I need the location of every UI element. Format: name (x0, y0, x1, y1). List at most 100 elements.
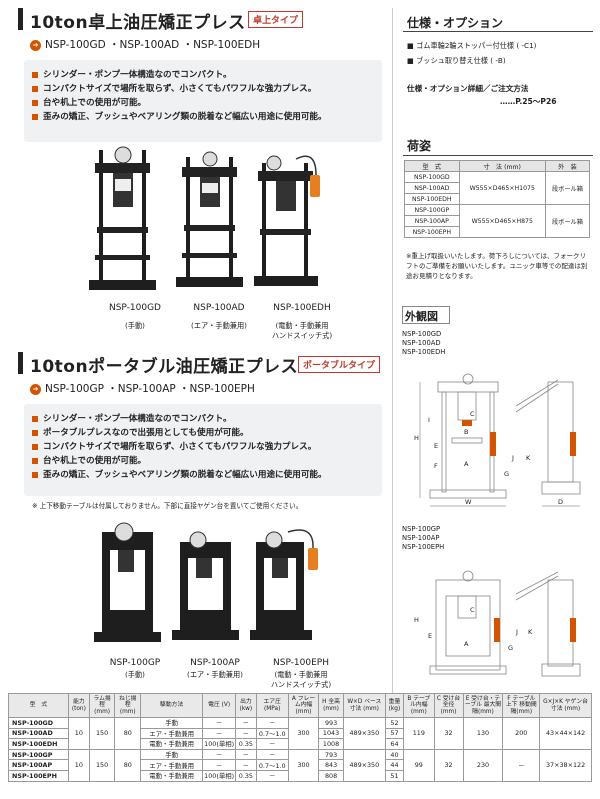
spec-option-item: ■ ゴム車輪2輪ストッパー付仕様 ( -C1) (407, 41, 537, 50)
packing-header: 型 式 (404, 160, 460, 172)
dim-label: F (434, 462, 438, 470)
spec-cell: 80 (114, 717, 142, 750)
bullet-icon (32, 71, 38, 78)
press-machine-image (89, 146, 156, 290)
spec-cell: 808 (318, 769, 344, 782)
packing-cell: NSP-100EDH (404, 193, 460, 205)
spec-cell: 0.35 (235, 738, 257, 750)
diagram-model-list: NSP-100GD NSP-100AD NSP-100EDH (402, 330, 445, 358)
packing-header: 寸 法 (mm) (458, 160, 546, 172)
spec-cell: 993 (318, 717, 344, 729)
spec-cell: － (235, 759, 257, 771)
right-column-divider (392, 8, 393, 693)
feature-item: 歪みの矯正、ブッシュやベアリング類の脱着など幅広い用途に使用可能。 (32, 110, 374, 122)
section1-features: シリンダー・ポンプ一体構造なのでコンパクト。 コンパクトサイズで場所を取らず、小… (24, 60, 382, 142)
packing-cell: NSP-100GP (404, 204, 460, 216)
bullet-icon (32, 457, 38, 464)
arrow-icon: ➜ (30, 383, 41, 395)
press-machine-image (172, 531, 239, 640)
section2-type-tag: ポータブルタイプ (298, 356, 381, 373)
packing-note: ※重上げ取扱いいたします。荷下ろしについては、フォークリフトのご準備をお願いいた… (406, 252, 588, 280)
spec-options-title: 仕様・オプション (407, 16, 504, 30)
spec-cell: NSP-100EPH (8, 769, 69, 782)
spec-header: F テーブル上下 移動間隔(mm) (502, 693, 541, 718)
spec-header: エア圧 (MPa) (255, 693, 289, 718)
spec-header: B テーブル内幅 (mm) (403, 693, 435, 718)
section2-note: ※ 上下移動テーブルは付属しておりません。下部に直接ヤゲン台を置いてご使用くださ… (32, 502, 303, 510)
section1-title: 10ton卓上油圧矯正プレス (30, 13, 246, 33)
external-title: 外観図 (405, 310, 438, 323)
spec-cell: － (202, 748, 237, 761)
spec-cell: 10 (68, 717, 90, 750)
spec-header: H 全高 (mm) (318, 693, 344, 718)
dim-label: J (511, 454, 514, 462)
spec-option-item: ■ ブッシュ取り替え仕様 ( -B) (407, 56, 506, 65)
spec-cell: 64 (384, 738, 405, 750)
spec-cell: 230 (462, 748, 504, 782)
feature-item: シリンダー・ポンプ一体構造なのでコンパクト。 (32, 412, 374, 424)
dim-label: C (470, 606, 475, 614)
spec-cell: 843 (318, 759, 344, 771)
spec-header: G×J×K ヤゲン台寸法 (mm) (539, 693, 592, 718)
spec-cell: － (255, 769, 289, 782)
spec-cell: エア・手動兼用 (140, 727, 204, 740)
spec-cell: 0.7〜1.0 (255, 759, 289, 771)
product-caption: NSP-100EDH(電動・手動兼用ハンドスイッチ式) (271, 303, 333, 340)
spec-table: 型 式 能力 (ton) ラム揚程 (mm) ねじ揚程 (mm) 駆動方法 電圧… (8, 693, 592, 782)
spec-cell: 150 (88, 748, 116, 782)
external-title-box (402, 306, 450, 324)
spec-cell: － (235, 748, 257, 761)
product-caption: NSP-100AP(エア・手動兼用) (187, 658, 243, 679)
spec-header: 駆動方法 (140, 693, 204, 718)
bullet-icon (32, 429, 38, 436)
packing-cell: W555×D465×H1075 (458, 171, 546, 205)
dim-label: J (515, 628, 518, 636)
bullet-icon (32, 85, 38, 92)
dim-label: G (504, 470, 509, 478)
product-caption: NSP-100AD(エア・手動兼用) (191, 303, 247, 330)
feature-item: ポータブルプレスなので出張用としても使用が可能。 (32, 426, 374, 438)
dim-label: W (465, 498, 472, 506)
spec-option-page: ……P.25〜P26 (500, 97, 557, 106)
square-bullet-icon: ■ (407, 41, 417, 50)
diagram-model-list: NSP-100GP NSP-100AP NSP-100EPH (402, 525, 444, 553)
spec-cell: 489×350 (342, 717, 386, 750)
spec-cell: 1008 (318, 738, 344, 750)
spec-cell: － (202, 759, 237, 771)
spec-header: ラム揚程 (mm) (88, 693, 116, 718)
spec-cell: 100(単相) (202, 769, 237, 782)
spec-cell: － (202, 727, 237, 740)
spec-cell: 130 (462, 717, 504, 750)
spec-cell: － (235, 727, 257, 740)
spec-header: A フレーム内幅 (mm) (287, 693, 320, 718)
spec-cell: 手動 (140, 717, 204, 729)
spec-header: 出力 (kw) (235, 693, 257, 718)
spec-option-detail: 仕様・オプション詳細／ご注文方法 (407, 84, 529, 93)
dim-label: C (470, 410, 475, 418)
spec-cell: 10 (68, 748, 90, 782)
spec-cell: NSP-100EDH (8, 738, 69, 750)
spec-cell: 99 (403, 748, 435, 782)
packing-cell: NSP-100EPH (404, 226, 460, 238)
divider (403, 31, 593, 32)
spec-cell: エア・手動兼用 (140, 759, 204, 771)
dim-label: A (464, 460, 469, 468)
spec-cell: 0.35 (235, 769, 257, 782)
model-label: NSP-100EPH (402, 543, 445, 552)
dim-label: E (428, 632, 432, 640)
bullet-icon (32, 415, 38, 422)
spec-cell: 119 (403, 717, 435, 750)
spec-cell: 489×350 (342, 748, 386, 782)
spec-cell: 793 (318, 748, 344, 761)
spec-cell: 200 (502, 717, 541, 750)
spec-cell: 32 (433, 748, 464, 782)
press-machine-image (254, 155, 320, 286)
spec-header: C 受け台全径 (mm) (433, 693, 464, 718)
bullet-icon (32, 113, 38, 120)
bullet-icon (32, 471, 38, 478)
divider (403, 155, 593, 156)
spec-header: 電圧 (V) (202, 693, 237, 718)
feature-item: コンパクトサイズで場所を取らず、小さくてもパワフルな強力プレス。 (32, 440, 374, 452)
spec-cell: 32 (433, 717, 464, 750)
